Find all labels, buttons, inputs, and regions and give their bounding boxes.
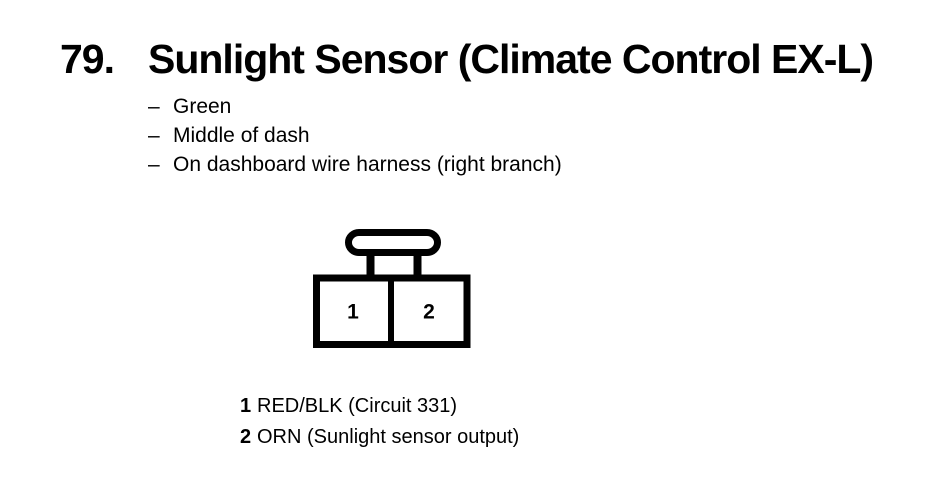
bullet-dash: –: [148, 95, 160, 118]
connector-lock-leg-right: [413, 250, 422, 278]
cavity-label-2: 2: [423, 301, 435, 324]
cavity-label-1: 1: [347, 301, 359, 324]
pin-number: 2: [240, 426, 252, 448]
connector-lock-leg-left: [366, 250, 375, 278]
bullet-dash: –: [148, 124, 160, 147]
pin-wire-description: RED/BLK (Circuit 331): [257, 395, 458, 417]
note-list: –Green –Middle of dash –On dashboard wir…: [148, 92, 562, 179]
note-item: –Middle of dash: [148, 121, 562, 150]
section-heading: 79. Sunlight Sensor (Climate Control EX-…: [60, 36, 874, 82]
section-number: 79.: [60, 36, 115, 82]
connector-lock-tab: [345, 229, 441, 256]
note-text: On dashboard wire harness (right branch): [173, 153, 562, 176]
note-text: Middle of dash: [173, 124, 310, 147]
note-item: –On dashboard wire harness (right branch…: [148, 150, 562, 179]
note-text: Green: [173, 95, 232, 118]
bullet-dash: –: [148, 153, 160, 176]
section-title: Sunlight Sensor (Climate Control EX-L): [148, 36, 874, 82]
pin-wire-description: ORN (Sunlight sensor output): [257, 426, 520, 448]
pin-number: 1: [240, 395, 252, 417]
note-item: –Green: [148, 92, 562, 121]
